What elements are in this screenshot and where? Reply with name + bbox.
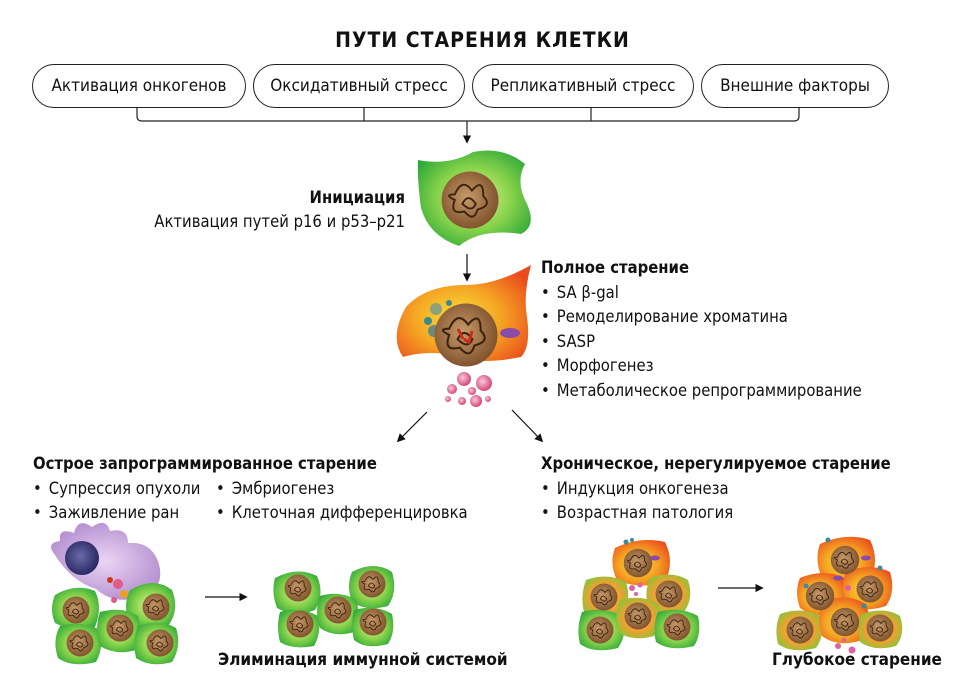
- arrow-to-acute: [396, 411, 428, 443]
- deep-senescence-label: Глубокое старение: [772, 650, 942, 670]
- chronic-cluster-illustration: [578, 538, 700, 651]
- acute-item: Эмбриогенез: [216, 477, 468, 502]
- trigger-oxidative-stress: Оксидативный стресс: [253, 64, 465, 108]
- full-senescence-item: Метаболическое репрограммирование: [541, 379, 862, 404]
- acute-senescence-block: Острое запрограммированное старение Супр…: [33, 452, 468, 526]
- full-senescence-item: Ремоделирование хроматина: [541, 305, 862, 330]
- deep-senescence-cluster-illustration: [776, 536, 903, 654]
- full-senescence-item: Морфогенез: [541, 354, 862, 379]
- acute-heading: Острое запрограммированное старение: [33, 454, 377, 473]
- acute-cluster-illustration: [51, 522, 179, 665]
- trigger-oncogene-activation: Активация онкогенов: [32, 64, 246, 108]
- acute-item: Заживление ран: [33, 501, 216, 526]
- chronic-heading: Хроническое, нерегулируемое старение: [541, 454, 891, 473]
- full-senescence-item: SA β-gal: [541, 281, 862, 306]
- initiation-text: Активация путей p16 и p53–p21: [154, 212, 405, 231]
- full-senescence-item: SASP: [541, 330, 862, 355]
- trigger-label: Внешние факторы: [720, 76, 870, 96]
- acute-item: Клеточная дифференцировка: [216, 501, 468, 526]
- chronic-senescence-block: Хроническое, нерегулируемое старение Инд…: [541, 452, 891, 526]
- full-senescence-block: Полное старение SA β-gal Ремоделирование…: [541, 256, 862, 403]
- full-senescence-cell-illustration: [396, 265, 531, 407]
- trigger-label: Репликативный стресс: [490, 76, 676, 96]
- trigger-label: Оксидативный стресс: [270, 76, 448, 96]
- elimination-cluster-illustration: [273, 566, 395, 648]
- trigger-label: Активация онкогенов: [51, 76, 227, 96]
- trigger-connector: [136, 108, 800, 144]
- full-senescence-heading: Полное старение: [541, 258, 690, 277]
- initiation-heading: Инициация: [309, 188, 405, 207]
- chronic-item: Индукция онкогенеза: [541, 477, 891, 502]
- initiation-cell-illustration: [417, 150, 531, 246]
- arrow-to-chronic: [511, 409, 544, 443]
- acute-item: Супрессия опухоли: [33, 477, 216, 502]
- trigger-external-factors: Внешние факторы: [701, 64, 889, 108]
- trigger-replicative-stress: Репликативный стресс: [472, 64, 694, 108]
- chronic-item: Возрастная патология: [541, 501, 891, 526]
- elimination-label: Элиминация иммунной системой: [218, 650, 508, 670]
- diagram-title: ПУТИ СТАРЕНИЯ КЛЕТКИ: [335, 28, 630, 52]
